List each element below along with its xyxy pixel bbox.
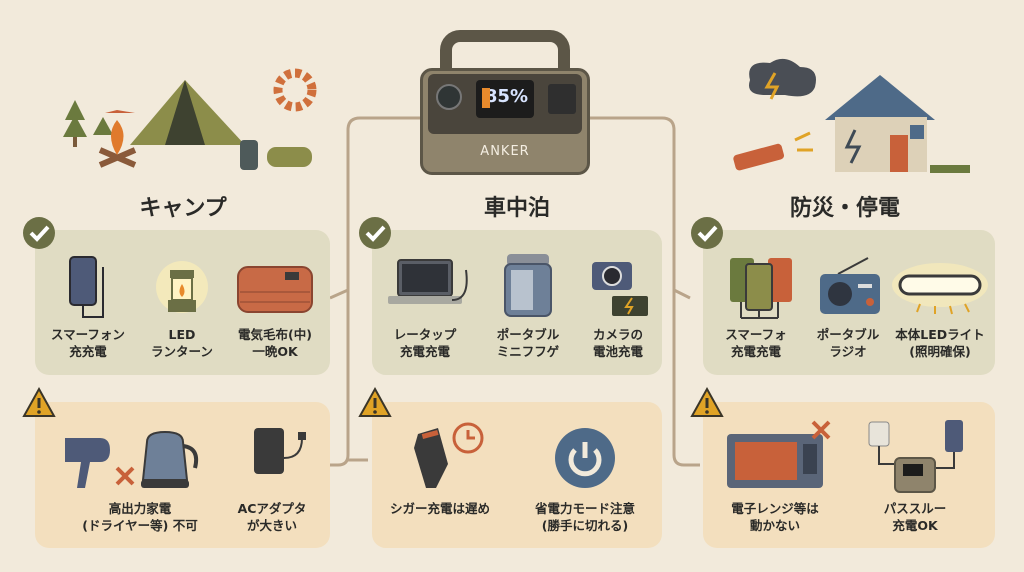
warning-icon xyxy=(690,386,724,417)
item-smartphone-charging-disaster: スマーフォ充電充電 xyxy=(706,252,806,360)
check-icon xyxy=(359,217,391,249)
warning-cigarette-charger-slow: シガー充電は遅め xyxy=(380,418,500,517)
heading-camp: キャンプ xyxy=(139,196,227,221)
disaster-illustration xyxy=(733,58,970,173)
pass-through-icon xyxy=(868,420,963,493)
warning-icon xyxy=(22,386,56,417)
item-electric-blanket: 電気毛布(中)一晩OK xyxy=(225,252,325,360)
ac-adapter-icon xyxy=(254,428,306,474)
brand-logo: ANKER xyxy=(480,144,530,159)
check-icon xyxy=(23,217,55,249)
heading-car-camping: 車中泊 xyxy=(483,196,550,221)
laptop-icon xyxy=(388,259,468,304)
item-laptop-charging: レータップ充電充電 xyxy=(375,252,475,360)
item-built-in-led-light: 本体LEDライト(照明確保) xyxy=(890,252,990,360)
warning-icon xyxy=(358,386,392,417)
portable-power-station: 85% ANKER xyxy=(420,30,590,175)
warning-ac-adapter-bulky: ACアダプタが大きい xyxy=(222,418,322,534)
ac-outlet xyxy=(548,84,576,114)
fridge-icon xyxy=(504,254,552,317)
hairdryer-kettle-icon xyxy=(65,430,199,488)
heading-disaster: 防災・停電 xyxy=(789,196,900,221)
radio-icon xyxy=(820,257,880,314)
item-camera-battery: カメラの電池充電 xyxy=(568,252,668,360)
item-portable-fridge: ポータブルミニフフゲ xyxy=(478,252,578,360)
warning-power-saving-mode: 省電力モード注意(勝手に切れる) xyxy=(525,418,645,534)
camera-battery-icon xyxy=(592,262,648,316)
microwave-icon xyxy=(727,420,831,488)
blanket-icon xyxy=(237,266,313,313)
camping-illustration xyxy=(63,68,317,170)
warning-microwave-not-work: 電子レンジ等は動かない xyxy=(715,418,835,534)
power-button-icon xyxy=(555,428,615,488)
item-pass-through-charging: パススルー充電OK xyxy=(855,418,975,534)
item-smartphone-charging: スマーフォン充充電 xyxy=(38,252,138,360)
smartphones-icon xyxy=(730,258,792,319)
led-light-icon xyxy=(892,263,988,315)
car-warning-panel xyxy=(372,402,662,548)
warning-high-power-appliances: 高出力家電(ドライヤー等) 不可 xyxy=(55,418,225,534)
smartphone-icon xyxy=(69,256,104,318)
check-icon xyxy=(691,217,723,249)
car-charger-clock-icon xyxy=(414,422,484,488)
item-portable-radio: ポータブルラジオ xyxy=(798,252,898,360)
lantern-icon xyxy=(156,261,208,313)
